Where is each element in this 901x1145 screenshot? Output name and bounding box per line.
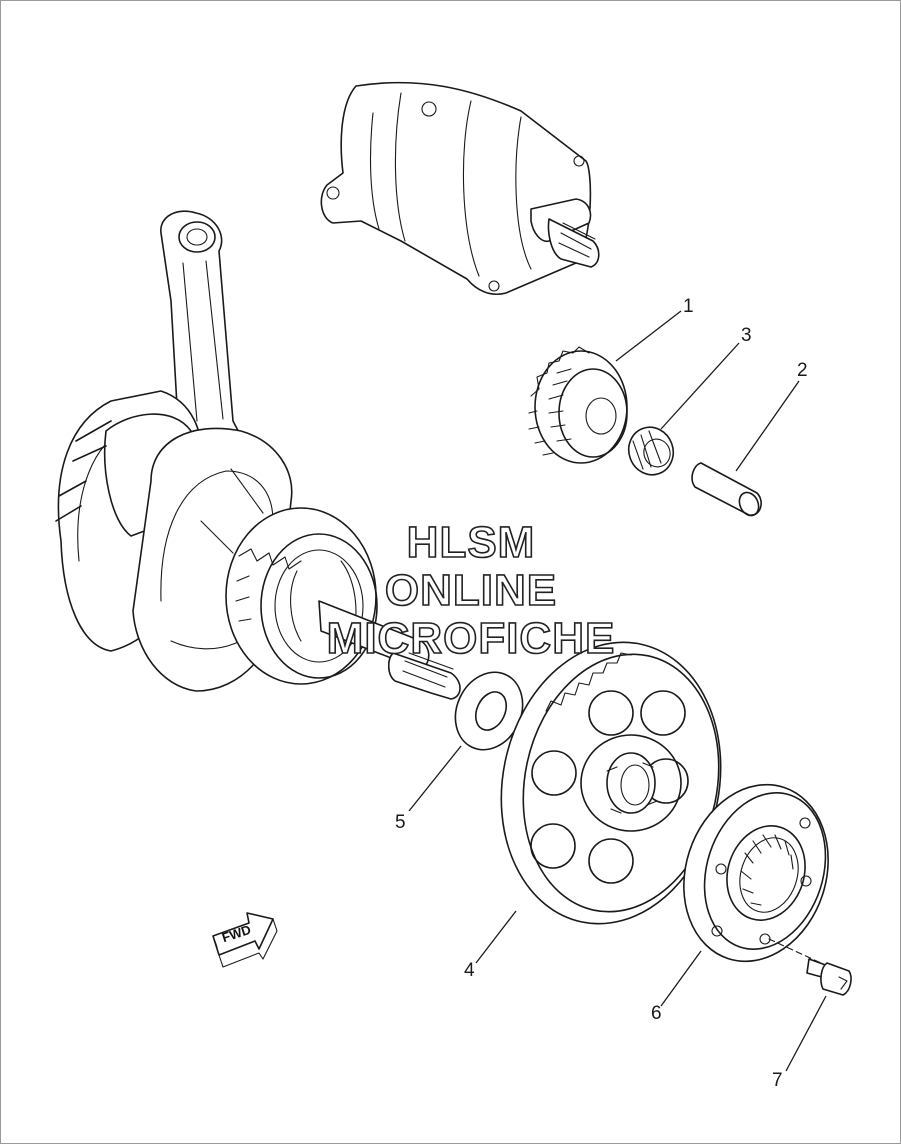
part-6-one-way-clutch: [683, 783, 829, 963]
callout-6: 6: [651, 1003, 662, 1024]
callout-1: 1: [683, 296, 694, 317]
part-1-idler-gear: [528, 346, 628, 464]
callout-5: 5: [395, 812, 406, 833]
watermark-line-3: MICROFICHE: [326, 614, 616, 663]
callout-3: 3: [741, 325, 752, 346]
crankshaft: [55, 210, 461, 700]
starter-motor: [320, 81, 600, 295]
leader-lines: [408, 310, 827, 1072]
part-4-starter-wheel: [500, 641, 722, 925]
part-7-bolt: [768, 938, 852, 996]
watermark-line-2: ONLINE: [384, 566, 558, 615]
callout-4: 4: [464, 960, 475, 981]
watermark-line-1: HLSM: [406, 518, 536, 567]
part-2-shaft-pin: [691, 462, 762, 517]
fwd-arrow-icon: [212, 912, 278, 968]
callout-2: 2: [797, 360, 808, 381]
part-3-needle-bearing: [627, 426, 675, 476]
callout-7: 7: [772, 1070, 783, 1091]
